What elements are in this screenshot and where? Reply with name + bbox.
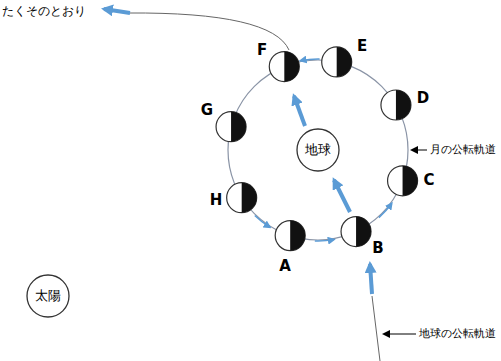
earth-orbit-arrow	[294, 96, 305, 126]
moon-lit	[275, 221, 305, 251]
moon-position-letter: E	[357, 38, 367, 55]
earth-orbit-line	[372, 296, 380, 361]
orbit-label: 地球の公転軌道	[419, 328, 496, 340]
orbit-direction-arrow	[315, 240, 334, 241]
moon-lit	[227, 183, 257, 213]
leader-arrow	[384, 334, 416, 335]
orbit-direction-arrow	[255, 215, 270, 227]
body-name: 地球	[305, 141, 331, 159]
moon-position-letter: A	[279, 258, 291, 275]
moon-lit	[341, 217, 371, 247]
body-circle: 地球	[296, 128, 340, 172]
moon-dark	[337, 47, 352, 77]
leader-arrow	[412, 150, 427, 151]
orbit-label: 月の公転軌道	[430, 144, 496, 156]
body-circle: 太陽	[26, 274, 70, 318]
moon-group	[216, 47, 418, 251]
cut-text: たくそのとおり	[2, 5, 86, 18]
moon-lit	[388, 166, 418, 196]
earth-orbit-arrow	[370, 264, 372, 294]
moon-position-letter: B	[372, 240, 383, 257]
moon-lit	[322, 47, 352, 77]
moon-dark	[231, 112, 246, 142]
earth-orbit-arrow	[334, 180, 350, 212]
moon-position-letter: D	[417, 90, 429, 107]
moon-dark	[396, 90, 411, 120]
moon-position-letter: C	[423, 172, 434, 189]
moon-lit	[269, 52, 299, 82]
moon-dark	[242, 183, 257, 213]
moon-position-letter: H	[210, 192, 223, 209]
moon-lit	[381, 90, 411, 120]
moon-position-letter: F	[257, 42, 267, 59]
orbit-direction-arrow	[301, 59, 320, 61]
moon-orbit	[228, 60, 408, 240]
moon-dark	[403, 166, 418, 196]
earth-orbit-arrow	[104, 9, 130, 13]
moon-dark	[356, 217, 371, 247]
body-name: 太陽	[35, 287, 61, 305]
moon-position-letter: G	[201, 102, 213, 119]
moon-lit	[216, 112, 246, 142]
orbit-direction-arrow	[379, 203, 392, 217]
moon-dark	[284, 52, 299, 82]
moon-dark	[290, 221, 305, 251]
